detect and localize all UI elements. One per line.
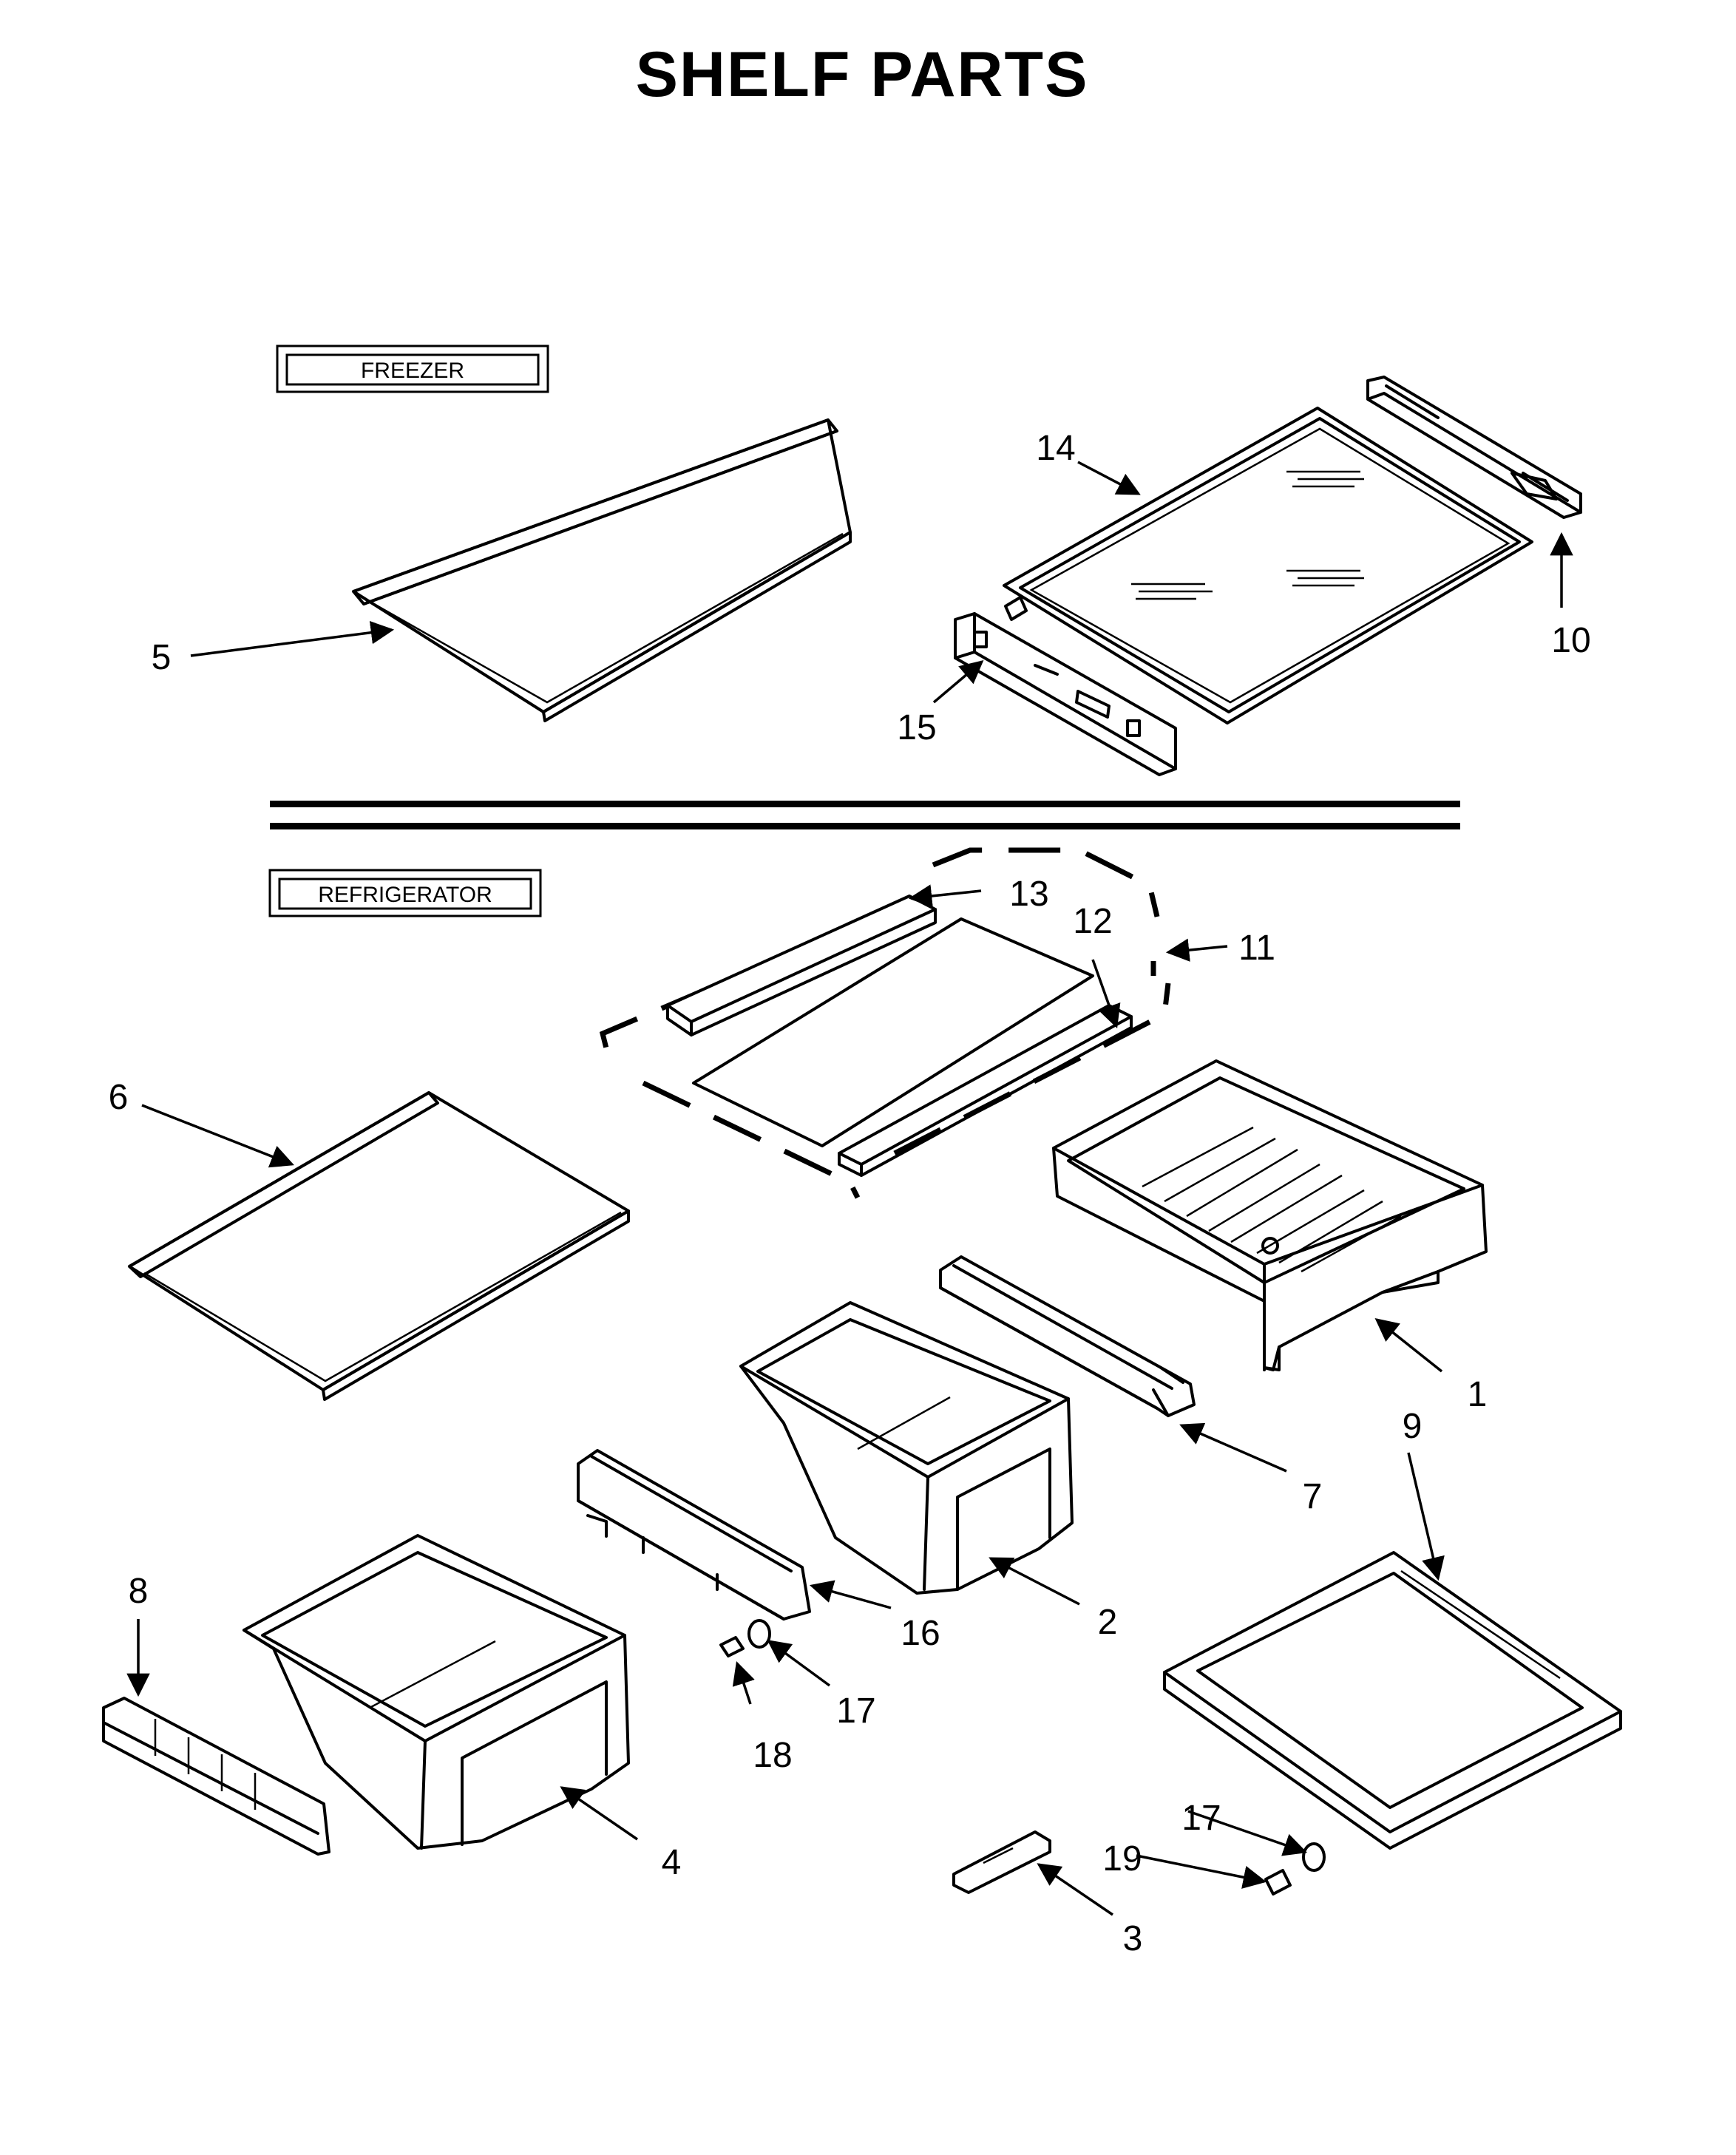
callout-9: 9 (1403, 1407, 1423, 1446)
page-title: SHELF PARTS (636, 39, 1089, 110)
leader-arrows (126, 461, 1573, 1916)
part-10-shelf-rail (1366, 376, 1582, 519)
callout-14: 14 (1036, 429, 1075, 468)
part-19-pin (1264, 1869, 1292, 1896)
callout-12: 12 (1073, 902, 1112, 941)
part-1-deli-drawer (1052, 1059, 1488, 1371)
callout-16: 16 (901, 1614, 940, 1653)
freezer-label: FREEZER (361, 359, 464, 383)
freezer-section-label: FREEZER (276, 345, 549, 393)
callout-10: 10 (1551, 621, 1590, 660)
part-13-shelf-rail (666, 895, 937, 1036)
callout-4: 4 (662, 1843, 682, 1882)
part-15-shelf-rail (954, 612, 1177, 776)
callout-18: 18 (753, 1736, 792, 1775)
refrigerator-section-label: REFRIGERATOR (268, 869, 542, 917)
callout-19: 19 (1102, 1839, 1142, 1879)
part-11-glass-panel (692, 917, 1094, 1147)
part-17-wheel-upper (747, 1619, 771, 1649)
part-4-crisper-drawer (243, 1534, 630, 1850)
callout-2: 2 (1098, 1603, 1118, 1642)
part-9-drawer-cover (1163, 1551, 1622, 1850)
callout-11: 11 (1238, 929, 1275, 968)
part-7-drawer-slide (939, 1255, 1196, 1417)
callout-17-lower: 17 (1181, 1799, 1221, 1838)
part-5-freezer-shelf (352, 418, 852, 722)
callout-8: 8 (129, 1572, 149, 1611)
callout-6: 6 (109, 1078, 129, 1117)
refrigerator-label: REFRIGERATOR (318, 883, 492, 907)
part-18-screw (719, 1636, 745, 1657)
callout-1: 1 (1468, 1375, 1488, 1414)
part-6-refrigerator-shelf (128, 1091, 630, 1401)
part-17-wheel-lower (1302, 1842, 1326, 1872)
callout-17-upper: 17 (836, 1691, 875, 1731)
part-12-shelf-rail (838, 1004, 1133, 1177)
callout-7: 7 (1303, 1477, 1323, 1516)
callout-labels: 5 14 10 15 13 12 11 6 1 9 7 8 16 2 17 18… (109, 429, 1591, 1958)
part-3-handle (952, 1830, 1051, 1894)
part-14-glass-shelf (1003, 407, 1533, 724)
callout-5: 5 (152, 638, 172, 677)
callout-15: 15 (897, 708, 936, 747)
section-divider (270, 801, 1460, 829)
part-16-drawer-slide (577, 1449, 811, 1621)
part-8-drawer-rail (102, 1697, 330, 1856)
part-2-crisper-drawer (739, 1301, 1074, 1595)
callout-13: 13 (1009, 875, 1048, 914)
callout-3: 3 (1123, 1919, 1143, 1958)
